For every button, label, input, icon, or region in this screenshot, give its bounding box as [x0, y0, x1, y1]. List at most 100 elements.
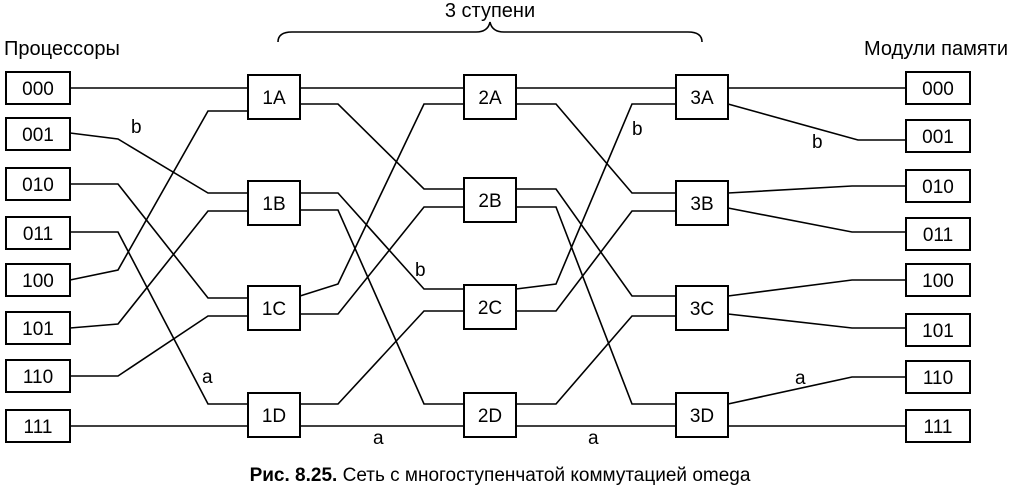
wire	[515, 103, 676, 290]
wire	[516, 210, 676, 312]
memory-module-label: 011	[923, 225, 953, 246]
wire	[727, 313, 906, 329]
stages-brace	[277, 21, 703, 43]
switch-label: 1D	[262, 406, 286, 427]
wire	[69, 132, 248, 194]
switch-box: 1C	[247, 285, 301, 331]
wire	[727, 185, 906, 194]
memory-module-label: 101	[922, 321, 954, 342]
switch-box: 3B	[675, 180, 729, 226]
wire	[300, 310, 464, 405]
path-label-b: b	[632, 119, 643, 140]
path-labels: b b b b a a a a	[131, 117, 823, 449]
wire	[516, 315, 676, 405]
stage-2-switches: 2A 2B 2C 2D	[463, 74, 517, 438]
memory-module-column: 000 001 010 011 100 101 110 111	[905, 71, 971, 443]
switch-box: 3D	[675, 392, 729, 438]
memory-modules-heading: Модули памяти	[864, 38, 1008, 60]
wire	[516, 103, 676, 194]
processor-box: 000	[5, 71, 71, 105]
switch-label: 1C	[262, 299, 286, 320]
switch-label: 3A	[690, 88, 714, 109]
path-label-b: b	[415, 260, 426, 281]
wire	[300, 192, 464, 290]
switch-label: 1B	[262, 194, 285, 215]
memory-module-box: 100	[905, 263, 971, 297]
connections	[69, 87, 906, 427]
switch-box: 1A	[247, 74, 301, 120]
wire	[300, 206, 464, 315]
switch-box: 1D	[247, 392, 301, 438]
path-label-a: a	[588, 428, 599, 449]
processor-box: 001	[5, 117, 71, 151]
processor-label: 001	[22, 125, 54, 146]
switch-box: 2A	[463, 74, 517, 120]
wire	[70, 231, 248, 405]
wire	[727, 103, 906, 141]
processor-label: 110	[23, 367, 53, 388]
wire	[516, 188, 676, 297]
path-label-a: a	[795, 368, 806, 389]
processor-box: 101	[5, 311, 71, 345]
switch-box: 1B	[247, 180, 301, 226]
wire	[727, 279, 906, 297]
wire	[70, 315, 248, 377]
wire	[727, 376, 906, 405]
memory-module-box: 111	[905, 409, 971, 443]
memory-module-label: 010	[922, 177, 954, 198]
switch-box: 3C	[675, 285, 729, 331]
path-label-b: b	[812, 132, 823, 153]
processor-label: 100	[22, 271, 54, 292]
stage-3-switches: 3A 3B 3C 3D	[675, 74, 729, 438]
switch-label: 2A	[478, 88, 502, 109]
memory-module-label: 110	[923, 368, 953, 389]
wire	[300, 103, 464, 190]
memory-module-label: 100	[922, 271, 954, 292]
stage-1-switches: 1A 1B 1C 1D	[247, 74, 301, 438]
processor-label: 011	[23, 224, 53, 245]
stages-label: 3 ступени	[445, 0, 535, 22]
wire	[70, 183, 248, 299]
processors-heading: Процессоры	[4, 38, 120, 60]
switch-label: 3B	[690, 194, 713, 215]
memory-module-box: 110	[905, 360, 971, 394]
wire	[69, 110, 248, 281]
switch-box: 2B	[463, 177, 517, 223]
path-label-b: b	[131, 117, 142, 138]
memory-module-box: 000	[905, 71, 971, 105]
switch-box: 3A	[675, 74, 729, 120]
switch-label: 3C	[690, 299, 714, 320]
switch-label: 1A	[262, 88, 286, 109]
wire	[300, 209, 464, 405]
caption-text: Сеть с многоступенчатой коммутацией omeg…	[337, 465, 751, 486]
wire	[516, 206, 676, 405]
memory-module-label: 001	[922, 127, 954, 148]
processor-label: 010	[22, 175, 54, 196]
processor-box: 011	[5, 216, 71, 250]
figure-caption: Рис. 8.25. Сеть с многоступенчатой комму…	[250, 465, 751, 486]
switch-label: 2D	[478, 406, 502, 427]
memory-module-box: 001	[905, 119, 971, 153]
memory-module-box: 101	[905, 313, 971, 347]
switch-box: 2D	[463, 392, 517, 438]
switch-label: 2B	[478, 191, 501, 212]
memory-module-box: 011	[905, 217, 971, 251]
path-label-a: a	[202, 367, 213, 388]
caption-prefix: Рис. 8.25.	[250, 465, 338, 486]
wire	[69, 210, 248, 329]
memory-module-label: 111	[924, 417, 953, 438]
processor-label: 111	[24, 417, 53, 438]
switch-box: 2C	[463, 284, 517, 330]
switch-label: 2C	[478, 298, 502, 319]
processor-column: 000 001 010 011 100 101 110 111	[5, 71, 71, 443]
wire	[299, 103, 464, 297]
processor-box: 010	[5, 167, 71, 201]
processor-box: 100	[5, 263, 71, 297]
processor-label: 101	[22, 319, 54, 340]
memory-module-box: 010	[905, 169, 971, 203]
memory-module-label: 000	[922, 79, 954, 100]
processor-label: 000	[22, 79, 54, 100]
wire	[727, 207, 906, 233]
processor-box: 110	[5, 359, 71, 393]
